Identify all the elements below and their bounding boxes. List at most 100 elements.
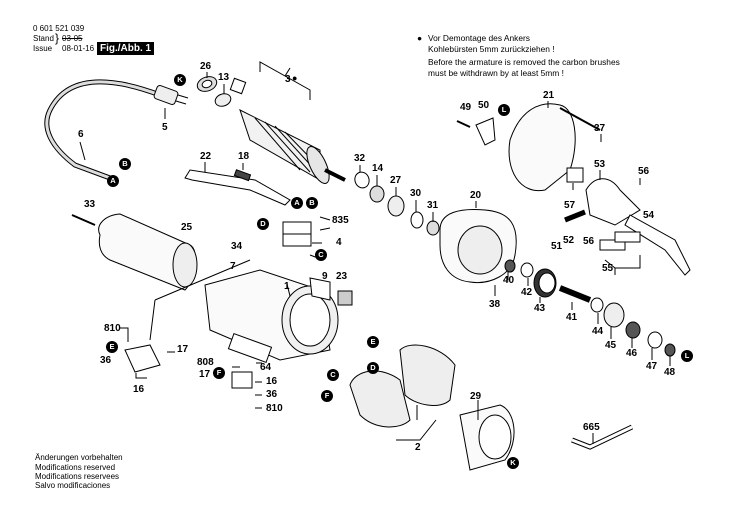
marker-k-bottom: K — [507, 457, 519, 469]
part-label-30: 30 — [410, 188, 422, 199]
part-label-32: 32 — [354, 153, 366, 164]
part-label-1: 1 — [284, 281, 290, 292]
footer-line4: Salvo modificaciones — [35, 481, 111, 490]
marker-a-brush: A — [291, 197, 303, 209]
footer-line2: Modifications reserved — [35, 463, 116, 472]
issue-value: 08-01-16 — [62, 44, 95, 53]
note-de-line1: Vor Demontage des Ankers — [428, 33, 530, 43]
stand-value: 03-05 — [62, 34, 83, 43]
part-label-45: 45 — [605, 340, 617, 351]
marker-f-left: F — [213, 367, 225, 379]
part-label-37: 37 — [594, 123, 606, 134]
part-label-36-left: 36 — [100, 355, 112, 366]
part-label-5: 5 — [162, 122, 168, 133]
part-label-34: 34 — [231, 241, 243, 252]
part-label-38: 38 — [489, 299, 501, 310]
part-label-23: 23 — [336, 271, 348, 282]
part-label-9: 9 — [322, 271, 328, 282]
part-label-42: 42 — [521, 287, 533, 298]
spindle-41 — [558, 285, 592, 303]
marker-e-coil: E — [367, 336, 379, 348]
footer-line1: Änderungen vorbehalten — [35, 453, 123, 462]
marker-f-coil: F — [321, 390, 333, 402]
note-en-line1: Before the armature is removed the carbo… — [428, 57, 620, 67]
marker-k-top: K — [174, 74, 186, 86]
footer-line3: Modifications reservees — [35, 472, 120, 481]
marker-a-cord: A — [107, 175, 119, 187]
part-label-46: 46 — [626, 348, 638, 359]
part-label-25: 25 — [181, 222, 193, 233]
marker-b-brush: B — [306, 197, 318, 209]
marker-l-top: L — [498, 104, 510, 116]
part-label-40: 40 — [503, 275, 515, 286]
marker-c-coil: C — [327, 369, 339, 381]
marker-l-bottom: L — [681, 350, 693, 362]
part-label-16-left: 16 — [133, 384, 145, 395]
part-label-22: 22 — [200, 151, 212, 162]
part-label-2: 2 — [415, 442, 421, 453]
part-label-13: 13 — [218, 72, 230, 83]
part-label-29: 29 — [470, 391, 482, 402]
part-label-43: 43 — [534, 303, 546, 314]
part-label-44: 44 — [592, 326, 604, 337]
blade-holder-53 — [585, 178, 641, 226]
part-label-17-left: 17 — [177, 344, 189, 355]
marker-b-cord: B — [119, 158, 131, 170]
part-label-20: 20 — [470, 190, 482, 201]
blade-54 — [624, 214, 691, 276]
switch-lever-22 — [184, 169, 291, 206]
issue-label: Issue — [33, 44, 53, 53]
part-label-21: 21 — [543, 90, 555, 101]
part-label-47: 47 — [646, 361, 658, 372]
marker-d-coil: D — [367, 362, 379, 374]
bracket: } — [55, 31, 60, 45]
part-label-16-right: 16 — [266, 376, 278, 387]
figure-label: Fig./Abb. 1 — [97, 42, 155, 55]
plug — [153, 85, 179, 105]
field-coil-2 — [349, 344, 456, 428]
part-label-57: 57 — [564, 200, 576, 211]
part-label-4: 4 — [336, 237, 342, 248]
part-label-48: 48 — [664, 367, 676, 378]
part-label-835: 835 — [332, 215, 349, 226]
part-label-49: 49 — [460, 102, 472, 113]
note-bullet-icon: ● — [417, 33, 423, 43]
part-label-33: 33 — [84, 199, 96, 210]
part-label-31: 31 — [427, 200, 439, 211]
part-label-17-right: 17 — [199, 369, 211, 380]
marker-d-brush: D — [257, 218, 269, 230]
part-number: 0 601 521 039 — [33, 24, 85, 33]
part-label-50: 50 — [478, 100, 490, 111]
part-3-bullet-icon: ● — [292, 73, 298, 83]
part-label-56-bottom: 56 — [583, 236, 595, 247]
part-label-7: 7 — [230, 261, 236, 272]
part-label-64: 64 — [260, 362, 272, 373]
bearing-13 — [214, 93, 232, 107]
part-label-808: 808 — [197, 357, 214, 368]
marker-e-left: E — [106, 341, 118, 353]
part-label-51: 51 — [551, 241, 563, 252]
note-en-line2: must be withdrawn by at least 5mm ! — [428, 68, 564, 78]
part-label-26: 26 — [200, 61, 212, 72]
gear-cover-21 — [508, 103, 576, 192]
part-label-36-right: 36 — [266, 389, 278, 400]
part-label-27: 27 — [390, 175, 402, 186]
part-label-41: 41 — [566, 312, 578, 323]
marker-c-brush: C — [315, 249, 327, 261]
note-de-line2: Kohlebürsten 5mm zurückziehen ! — [428, 44, 555, 54]
part-label-54: 54 — [643, 210, 655, 221]
armature — [239, 109, 346, 184]
part-label-810-left: 810 — [104, 323, 121, 334]
part-label-18: 18 — [238, 151, 250, 162]
part-label-810-right: 810 — [266, 403, 283, 414]
power-cord — [44, 79, 161, 181]
part-label-55: 55 — [602, 263, 614, 274]
part-label-6: 6 — [78, 129, 84, 140]
part-label-52: 52 — [563, 235, 575, 246]
part-label-56-top: 56 — [638, 166, 650, 177]
stand-label: Stand — [33, 34, 54, 43]
part-label-53: 53 — [594, 159, 606, 170]
part-label-665: 665 — [583, 422, 600, 433]
part-label-14: 14 — [372, 163, 384, 174]
